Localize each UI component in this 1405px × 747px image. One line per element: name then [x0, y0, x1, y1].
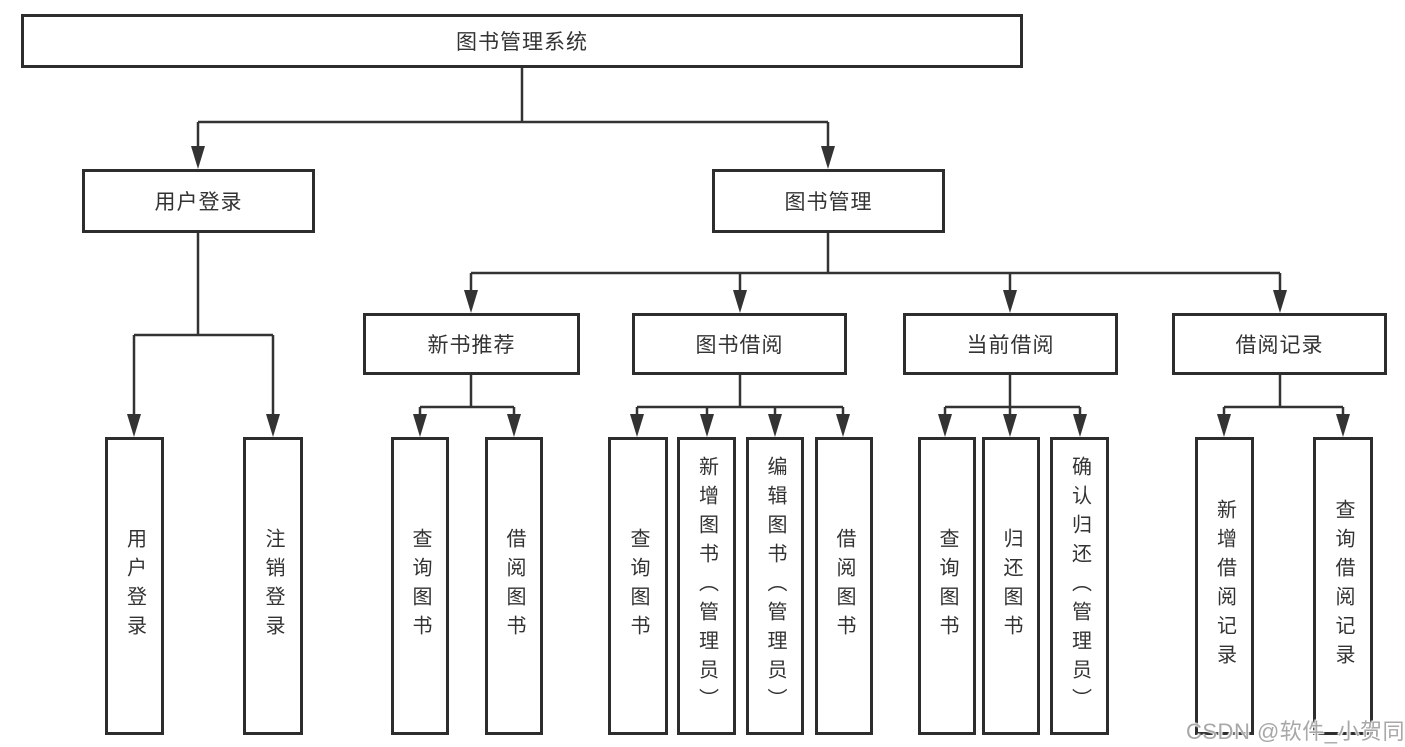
leaf-query-books-current: 查询图书 [918, 437, 976, 735]
leaf-label: 归还图书 [1000, 528, 1022, 644]
node-user-login: 用户登录 [82, 169, 315, 233]
node-label: 借阅记录 [1235, 334, 1324, 357]
node-label: 图书管理系统 [456, 31, 588, 54]
node-library-management-system: 图书管理系统 [21, 14, 1023, 68]
node-book-management: 图书管理 [712, 169, 945, 233]
node-label: 当前借阅 [966, 334, 1055, 357]
leaf-label: 用户登录 [123, 528, 146, 644]
node-label: 图书管理 [784, 191, 873, 214]
leaf-return-books: 归还图书 [982, 437, 1040, 735]
leaf-label: 确认归还（管理员） [1068, 455, 1091, 717]
node-label: 图书借阅 [695, 334, 784, 357]
leaf-borrow-books: 借阅图书 [815, 437, 873, 735]
leaf-query-books-recommend: 查询图书 [391, 437, 449, 735]
leaf-confirm-return-admin: 确认归还（管理员） [1050, 437, 1109, 735]
leaf-label: 借阅图书 [503, 528, 525, 644]
node-borrowing-records: 借阅记录 [1172, 313, 1387, 375]
leaf-label: 注销登录 [262, 528, 284, 644]
leaf-add-books-admin: 新增图书（管理员） [677, 437, 736, 735]
leaf-label: 新增图书（管理员） [695, 455, 718, 717]
leaf-label: 编辑图书（管理员） [764, 455, 786, 717]
leaf-label: 借阅图书 [833, 528, 855, 644]
leaf-label: 查询借阅记录 [1332, 499, 1354, 673]
leaf-query-books-borrowing: 查询图书 [608, 437, 668, 735]
leaf-user-login: 用户登录 [105, 437, 164, 735]
leaf-label: 查询图书 [409, 528, 431, 644]
leaf-label: 查询图书 [936, 528, 958, 644]
csdn-watermark: CSDN @软件_小贺同学 [1186, 719, 1405, 744]
node-current-borrowing: 当前借阅 [903, 313, 1118, 375]
node-book-borrowing: 图书借阅 [632, 313, 847, 375]
leaf-label: 新增借阅记录 [1213, 499, 1236, 673]
leaf-add-borrow-record: 新增借阅记录 [1195, 437, 1254, 735]
leaf-query-borrow-record: 查询借阅记录 [1313, 437, 1373, 735]
node-label: 用户登录 [154, 191, 243, 214]
leaf-logout: 注销登录 [243, 437, 303, 735]
node-label: 新书推荐 [427, 334, 516, 357]
leaf-label: 查询图书 [627, 528, 649, 644]
node-new-book-recommendation: 新书推荐 [363, 313, 580, 375]
leaf-edit-books-admin: 编辑图书（管理员） [746, 437, 804, 735]
leaf-borrow-books-recommend: 借阅图书 [485, 437, 543, 735]
